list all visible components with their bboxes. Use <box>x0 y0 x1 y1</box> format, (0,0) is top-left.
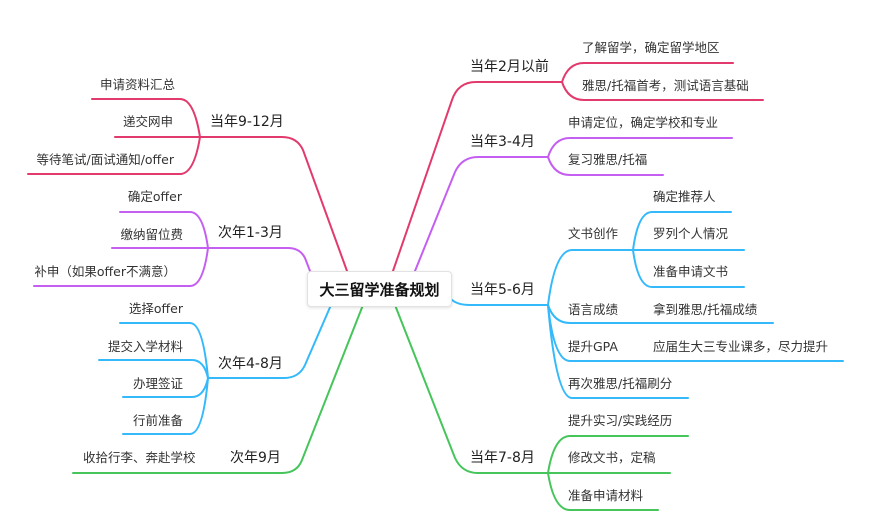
node[interactable]: 准备申请文书 <box>653 264 729 279</box>
node[interactable]: 行前准备 <box>132 413 183 428</box>
node[interactable]: 拿到雅思/托福成绩 <box>653 302 758 317</box>
line-right-may-c4 <box>547 304 689 399</box>
line-right-may-c1-g3 <box>632 249 745 288</box>
line-right-jul-c3 <box>547 472 659 511</box>
branch-right-mar[interactable]: 当年3-4月 <box>470 134 535 150</box>
node[interactable]: 补申（如果offer不满意） <box>34 264 176 279</box>
branch-right-jul[interactable]: 当年7-8月 <box>470 450 535 466</box>
branch-right-may[interactable]: 当年5-6月 <box>470 282 535 298</box>
node[interactable]: 提交入学材料 <box>107 339 183 354</box>
node[interactable]: 选择offer <box>128 301 183 316</box>
node[interactable]: 办理签证 <box>132 376 183 391</box>
node[interactable]: 确定推荐人 <box>653 189 716 204</box>
line-left-jan-c3 <box>33 247 209 287</box>
node[interactable]: 提升实习/实践经历 <box>568 413 673 428</box>
line-left-jan-c1 <box>119 211 209 249</box>
node[interactable]: 雅思/托福首考，测试语言基础 <box>582 78 749 93</box>
node[interactable]: 等待笔试/面试通知/offer <box>36 152 174 167</box>
node[interactable]: 申请定位，确定学校和专业 <box>568 115 719 130</box>
branch-left-sep-next[interactable]: 次年9月 <box>230 450 281 466</box>
line-left-apr-c4 <box>122 377 209 435</box>
central-topic[interactable]: 大三留学准备规划 <box>307 271 452 307</box>
branch-left-apr[interactable]: 次年4-8月 <box>218 356 283 372</box>
line-left-apr-c1 <box>119 322 209 379</box>
line-left-apr-c2 <box>98 359 209 379</box>
node[interactable]: 了解留学，确定留学地区 <box>582 40 720 55</box>
node[interactable]: 复习雅思/托福 <box>568 152 648 167</box>
line-right-may <box>449 297 549 306</box>
node[interactable]: 准备申请材料 <box>568 488 644 503</box>
node[interactable]: 收拾行李、奔赴学校 <box>83 450 196 465</box>
line-right-mar-c2 <box>547 156 664 176</box>
node[interactable]: 缴纳留位费 <box>120 227 183 242</box>
line-right-mar <box>414 156 549 272</box>
node[interactable]: 提升GPA <box>568 339 618 354</box>
node[interactable]: 申请资料汇总 <box>99 77 175 92</box>
line-left-jan <box>207 247 311 272</box>
line-right-feb-c2 <box>561 81 764 101</box>
line-left-sep-next <box>72 304 364 474</box>
branch-left-sep[interactable]: 当年9-12月 <box>210 114 284 130</box>
line-left-sep-c3 <box>27 136 201 175</box>
line-left-sep-c1 <box>91 98 201 138</box>
node[interactable]: 应届生大三专业课多，尽力提升 <box>653 339 829 354</box>
line-right-may-c1 <box>547 249 634 306</box>
line-left-sep <box>199 136 348 272</box>
node[interactable]: 再次雅思/托福刷分 <box>568 376 673 391</box>
node[interactable]: 文书创作 <box>568 226 619 241</box>
node[interactable]: 确定offer <box>127 189 182 204</box>
line-right-jul-c1 <box>547 435 689 474</box>
node[interactable]: 修改文书，定稿 <box>568 450 656 465</box>
line-right-jul <box>394 304 549 474</box>
node[interactable]: 语言成绩 <box>568 302 619 317</box>
node[interactable]: 罗列个人情况 <box>653 226 729 241</box>
line-right-may-c1-g1 <box>632 211 732 251</box>
line-right-feb-c1 <box>561 62 734 83</box>
branch-left-jan[interactable]: 次年1-3月 <box>218 225 283 241</box>
line-left-apr <box>207 304 332 379</box>
line-right-mar-c1 <box>547 137 733 158</box>
node[interactable]: 递交网申 <box>122 114 173 129</box>
branch-right-feb[interactable]: 当年2月以前 <box>470 59 549 75</box>
line-right-feb <box>392 81 563 272</box>
